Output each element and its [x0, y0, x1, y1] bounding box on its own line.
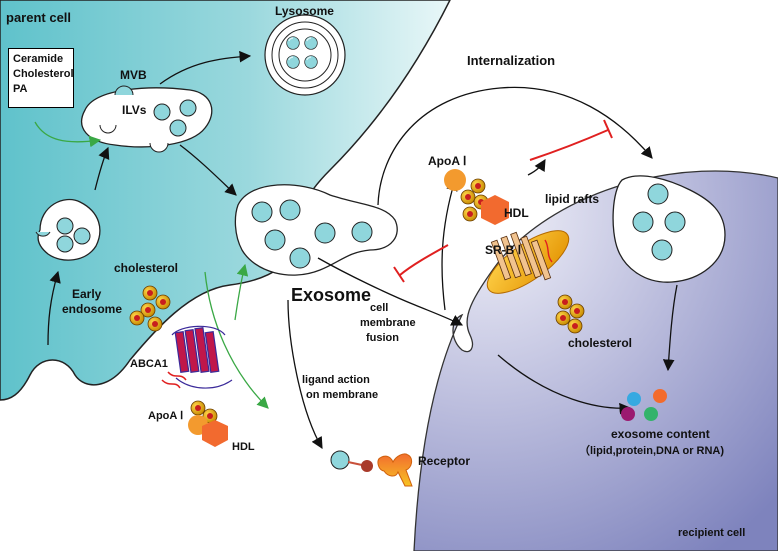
exosome-content-label-2: （lipid,protein,DNA or RNA) — [579, 445, 725, 457]
srb1-receptor — [486, 230, 570, 294]
abca1-transporter — [161, 325, 233, 389]
cholesterol-left-label: cholesterol — [114, 261, 179, 275]
lipid-box: Ceramide Cholesterol PA — [8, 48, 74, 108]
fusion-label-3: fusion — [366, 332, 399, 344]
receptor-label: Receptor — [418, 454, 471, 468]
lipid-ceramide: Ceramide — [13, 53, 64, 65]
abca1-label: ABCA1 — [130, 358, 168, 370]
lysosome — [264, 14, 346, 96]
mvb-label: MVB — [120, 68, 147, 82]
early-endosome — [35, 198, 101, 261]
ilvs-label: ILVs — [122, 103, 147, 117]
exosome-content-label-1: exosome content — [611, 427, 710, 441]
exosome-cluster — [234, 184, 398, 276]
internalized-endosome — [612, 175, 726, 283]
hdl-complex-right — [444, 169, 509, 225]
exosome-label: Exosome — [291, 285, 372, 305]
fusion-label-2: membrane — [360, 317, 416, 329]
lipid-cholesterol: Cholesterol — [13, 68, 74, 80]
lysosome-label: Lysosome — [275, 4, 334, 18]
apoa-left-label: ApoA Ⅰ — [148, 410, 184, 422]
recipient-cell-label: recipient cell — [678, 527, 746, 539]
srb1-label: SR-B Ⅰ — [485, 243, 522, 257]
lipid-pa: PA — [13, 83, 28, 95]
fusion-label-1: cell — [370, 302, 389, 314]
internalization-label: Internalization — [467, 53, 556, 68]
ligand-label-1: ligand action — [302, 374, 370, 386]
lipid-rafts-label: lipid rafts — [545, 192, 600, 206]
hdl-left-label: HDL — [232, 441, 255, 453]
parent-cell-label: parent cell — [6, 10, 72, 25]
exosome-content-dots — [621, 389, 667, 421]
green-arrows — [34, 121, 269, 409]
apoa-right-label: ApoA Ⅰ — [428, 154, 467, 168]
early-endosome-label-1: Early — [72, 287, 102, 301]
cholesterol-right-label: cholesterol — [568, 336, 633, 350]
ligand-label-2: on membrane — [306, 389, 379, 401]
early-endosome-label-2: endosome — [62, 302, 123, 316]
hdl-right-label: HDL — [504, 206, 529, 220]
hdl-complex-left — [188, 400, 228, 447]
inhibition-lines — [393, 119, 613, 283]
ligand-receptor — [330, 450, 413, 487]
